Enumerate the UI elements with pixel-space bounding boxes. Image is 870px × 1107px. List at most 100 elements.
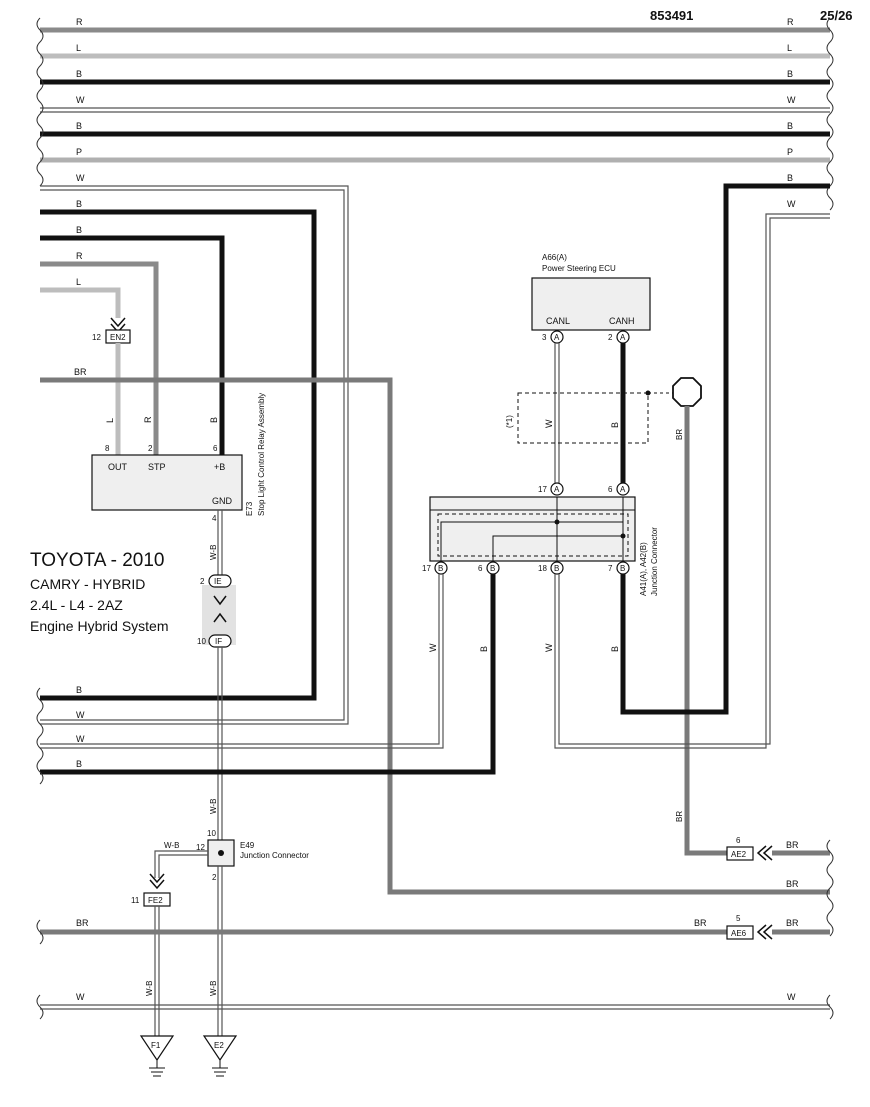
wire-label: B: [610, 422, 620, 428]
top-bus: R L B W B P W R L B W B P B W: [40, 17, 830, 209]
wire-label: W-B: [145, 981, 154, 996]
wire-label: R: [76, 251, 83, 261]
fe2-arrow-icon: [149, 873, 165, 890]
wire-label: BR: [786, 918, 799, 928]
wire-label: W-B: [209, 981, 218, 996]
wire-label: BR: [675, 811, 684, 822]
connector-fe2-label: FE2: [148, 896, 163, 905]
wire-label: L: [76, 43, 81, 53]
wire-w-loop-outer: [40, 185, 349, 725]
wire-label: W-B: [164, 841, 179, 850]
wire-l-en2: [40, 287, 121, 318]
pin-number: 6: [213, 444, 218, 453]
connector-if-label: IF: [215, 637, 222, 646]
title-system: Engine Hybrid System: [30, 618, 169, 634]
pin-letter: B: [620, 564, 625, 573]
junction-id: A41(A), A42(B): [639, 542, 648, 596]
pin-number: 6: [608, 485, 613, 494]
ground-point-octagon: [672, 377, 702, 407]
wire-label: B: [787, 121, 793, 131]
connector-en2-pin: 12: [92, 333, 101, 342]
ground-e2-label: E2: [214, 1041, 224, 1050]
wire-label: W: [544, 419, 554, 428]
connector-ae2: [726, 846, 754, 861]
pin-number: 4: [212, 514, 217, 523]
pin-canl: CANL: [546, 316, 570, 326]
wire-label: L: [76, 277, 81, 287]
wire-br-drop: [684, 406, 727, 856]
ground-symbol-icon: [149, 1060, 165, 1077]
wire-label: W: [76, 173, 85, 183]
wire-label: W-B: [209, 799, 218, 814]
junction-e49: 10 12 2 E49 Junction Connector: [196, 829, 309, 882]
wire-label: BR: [74, 367, 87, 377]
wire-label: B: [76, 199, 82, 209]
connector-ae6: [726, 925, 754, 940]
wire-label: R: [787, 17, 794, 27]
pin-3a: [550, 330, 564, 344]
title-block: TOYOTA - 2010 CAMRY - HYBRID 2.4L - L4 -…: [30, 550, 169, 634]
junction-internal-wiring: [440, 497, 624, 568]
right-break-mark: [826, 17, 834, 211]
pin-letter: A: [620, 485, 626, 494]
wire-label: R: [143, 416, 153, 423]
connector-ae2-pin: 6: [736, 836, 741, 845]
junction-a41-a42: A 17 A 6 B 17 B 6 B 18 B 7 A41(A), A42(B…: [422, 482, 659, 596]
wire-label: W: [787, 992, 796, 1002]
connector-fe2: [143, 892, 171, 907]
title-make-year: TOYOTA - 2010: [30, 550, 164, 571]
pin-number: 2: [608, 333, 613, 342]
wire-label: W-B: [209, 545, 218, 560]
relay-e73: 8 2 6 OUT STP +B GND E73 Stop Light Cont…: [91, 393, 266, 516]
wire-label: B: [479, 646, 489, 652]
pin-out: OUT: [108, 462, 128, 472]
wire-label: R: [76, 17, 83, 27]
relay-body: [91, 454, 243, 511]
wire-w-loop-inner: [40, 189, 345, 721]
e49-id: E49: [240, 841, 255, 850]
page-number: 25/26: [820, 8, 853, 23]
title-model: CAMRY - HYBRID: [30, 576, 145, 592]
title-engine: 2.4L - L4 - 2AZ: [30, 597, 123, 613]
wire-label: W: [76, 992, 85, 1002]
connector-if-pin: 10: [197, 637, 206, 646]
pin-17a: [550, 482, 564, 496]
pin-number: 2: [212, 873, 217, 882]
wire-label: B: [76, 759, 82, 769]
wire-b-7b: [620, 183, 830, 715]
relay-name: Stop Light Control Relay Assembly: [257, 393, 266, 516]
connector-ie-label: IE: [214, 577, 222, 586]
wire-label: B: [209, 417, 219, 423]
wire-label: W: [428, 643, 438, 652]
wire-label: BR: [675, 429, 684, 440]
ecu-name: Power Steering ECU: [542, 264, 616, 273]
pin-number: 17: [538, 485, 547, 494]
wire-r-stp: [40, 261, 159, 455]
ecu-id: A66(A): [542, 253, 567, 262]
connector-ae2-label: AE2: [731, 850, 747, 859]
pin-gnd: GND: [212, 496, 233, 506]
wire-label: B: [76, 685, 82, 695]
ground-f1-label: F1: [151, 1041, 161, 1050]
ae6-arrow-icon: [756, 924, 773, 940]
e49-name: Junction Connector: [240, 851, 309, 860]
wire-label: W: [76, 95, 85, 105]
wire-label: B: [787, 69, 793, 79]
ae2-arrow-icon: [756, 845, 773, 861]
connector-en2-label: EN2: [110, 333, 126, 342]
wire-label: W: [787, 95, 796, 105]
pin-number: 17: [422, 564, 431, 573]
pin-18b: [550, 561, 564, 575]
pin-letter: A: [620, 333, 626, 342]
pin-number: 10: [207, 829, 216, 838]
left-break-mark: [36, 17, 44, 187]
power-steering-ecu: A66(A) Power Steering ECU CANL CANH A 3 …: [531, 253, 651, 344]
connector-ae6-label: AE6: [731, 929, 747, 938]
ecu-body: [531, 277, 651, 331]
wire-label: BR: [786, 840, 799, 850]
pin-6a: [616, 482, 630, 496]
optional-bypass-box: [517, 392, 649, 444]
wire-b-6b: [40, 574, 496, 775]
pin-number: 3: [542, 333, 547, 342]
